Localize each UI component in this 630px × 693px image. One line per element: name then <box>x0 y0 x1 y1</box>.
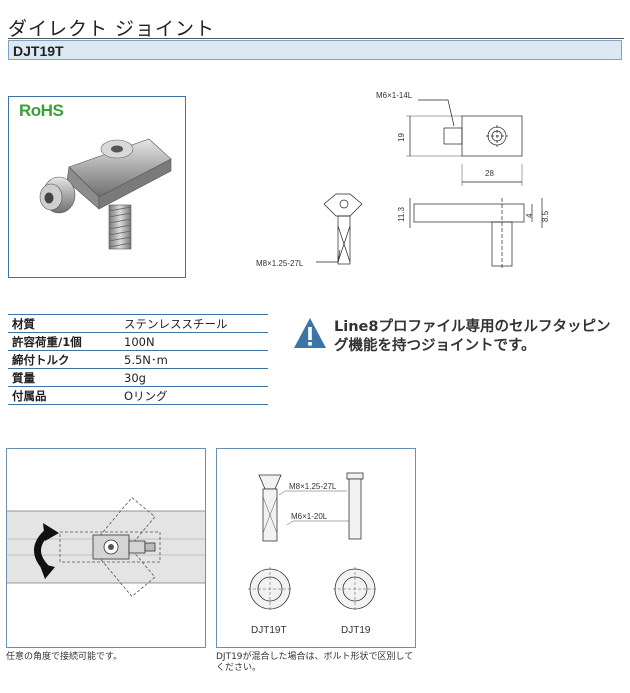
spec-value: 5.5N･m <box>120 350 268 369</box>
bolt-label: M6×1-14L <box>376 91 413 100</box>
dim-a: 4 <box>525 213 534 218</box>
spec-row: 材質ステンレススチール <box>8 314 268 333</box>
screw-19-shaft <box>348 478 362 540</box>
compare-name-19: DJT19 <box>341 625 371 636</box>
caption-right: DJT19が混合した場合は、ボルト形状で区別してください。 <box>216 652 414 673</box>
spec-label: 質量 <box>8 368 120 387</box>
caption-left: 任意の角度で接続可能です。 <box>6 652 123 662</box>
compare-screw-t-label: M8×1.25-27L <box>289 482 337 491</box>
notice-text: Line8プロファイル専用のセルフタッピング機能を持つジョイントです。 <box>334 319 611 354</box>
compare-screw-19-label: M6×1-20L <box>291 512 328 521</box>
spec-value: Oリング <box>120 386 268 405</box>
product-photo-panel: RoHS <box>8 96 186 278</box>
product-photo <box>39 138 172 250</box>
spec-label: 許容荷重/1個 <box>8 332 120 351</box>
rohs-badge: RoHS <box>19 101 64 120</box>
page-title: ダイレクト ジョイント <box>8 18 216 40</box>
title-divider <box>8 38 624 39</box>
screw-label: M8×1.25-27L <box>256 259 304 268</box>
rotation-illustration <box>7 496 205 598</box>
compare-panel: M8×1.25-27L M6×1-20L DJT19T DJT19 <box>216 448 416 648</box>
spec-label: 締付トルク <box>8 350 120 369</box>
warning-icon <box>294 318 326 348</box>
spec-value: 30g <box>120 368 268 387</box>
dim-height: 19 <box>397 133 406 142</box>
rotation-panel <box>6 448 206 648</box>
compare-name-t: DJT19T <box>251 625 287 636</box>
spec-value: 100N <box>120 332 268 351</box>
compare-illustration: M8×1.25-27L M6×1-20L DJT19T DJT19 <box>248 472 377 636</box>
dimension-drawing: M6×1-14L 19 28 11.3 4 8.5 M8×1.25-27L <box>256 91 550 268</box>
spec-value: ステンレススチール <box>120 314 268 333</box>
dim-side: 11.3 <box>397 206 406 222</box>
dim-b: 8.5 <box>541 210 550 222</box>
spec-label: 付属品 <box>8 386 120 405</box>
spec-label: 材質 <box>8 314 120 333</box>
model-header: DJT19T <box>8 40 622 60</box>
dim-width: 28 <box>485 169 494 178</box>
